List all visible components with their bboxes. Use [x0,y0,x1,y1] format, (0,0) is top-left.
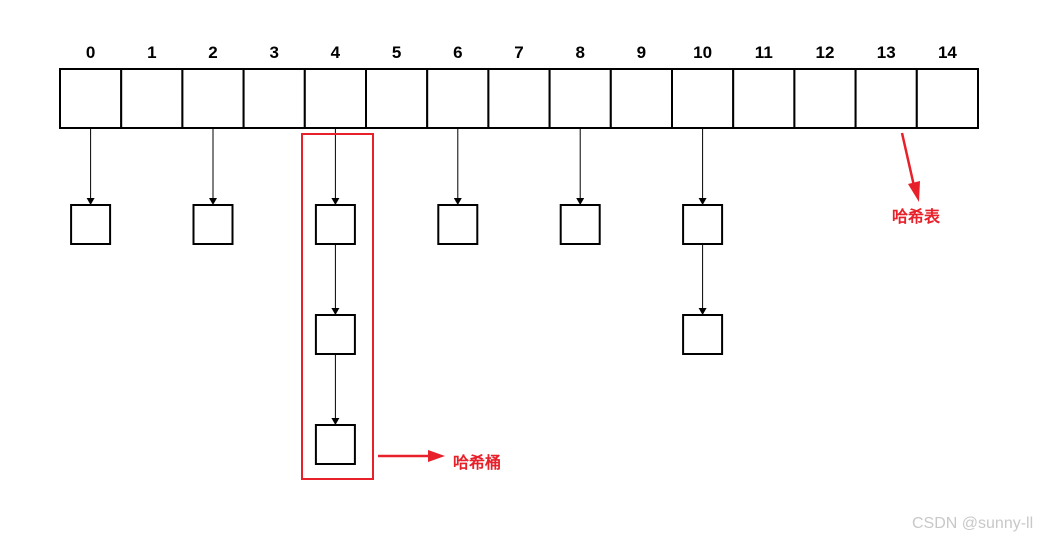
index-label-5: 5 [392,43,401,62]
table-cell-11 [732,68,796,129]
index-label-9: 9 [637,43,646,62]
table-cell-1 [120,68,184,129]
hash-table-label: 哈希表 [892,207,941,226]
table-cell-13 [854,68,918,129]
watermark: CSDN @sunny-ll [912,515,1033,532]
hash-bucket-annotation-arrow [378,450,445,462]
chain-node-10-0 [682,204,724,245]
table-cell-14 [915,68,979,129]
index-label-7: 7 [514,43,523,62]
chain-node-4-2 [314,424,356,465]
table-cell-6 [426,68,490,129]
table-cell-3 [242,68,306,129]
index-label-12: 12 [816,43,835,62]
index-label-6: 6 [453,43,462,62]
table-cell-2 [181,68,245,129]
index-label-10: 10 [693,43,712,62]
chain-node-0-0 [70,204,112,245]
table-cell-4 [303,68,367,129]
index-label-3: 3 [269,43,278,62]
chain-node-6-0 [437,204,479,245]
chain-node-2-0 [192,204,234,245]
index-label-14: 14 [938,43,957,62]
index-label-8: 8 [575,43,584,62]
index-label-1: 1 [147,43,156,62]
hash-bucket-highlight [301,133,374,480]
table-cell-8 [548,68,612,129]
table-cell-12 [793,68,857,129]
index-label-4: 4 [331,43,341,62]
chain-node-8-0 [559,204,601,245]
index-label-13: 13 [877,43,896,62]
index-label-0: 0 [86,43,95,62]
bucket-chains [70,128,724,465]
table-cell-7 [487,68,551,129]
chain-node-10-1 [682,314,724,355]
hash-table-annotation-arrow [900,132,920,202]
chain-node-4-1 [314,314,356,355]
hash-bucket-label: 哈希桶 [453,453,501,472]
hash-table-array [59,68,979,129]
table-cell-9 [609,68,673,129]
table-cell-10 [671,68,735,129]
table-cell-0 [59,68,123,129]
chain-node-4-0 [314,204,356,245]
index-label-11: 11 [755,43,773,62]
table-cell-5 [365,68,429,129]
index-label-2: 2 [208,43,217,62]
